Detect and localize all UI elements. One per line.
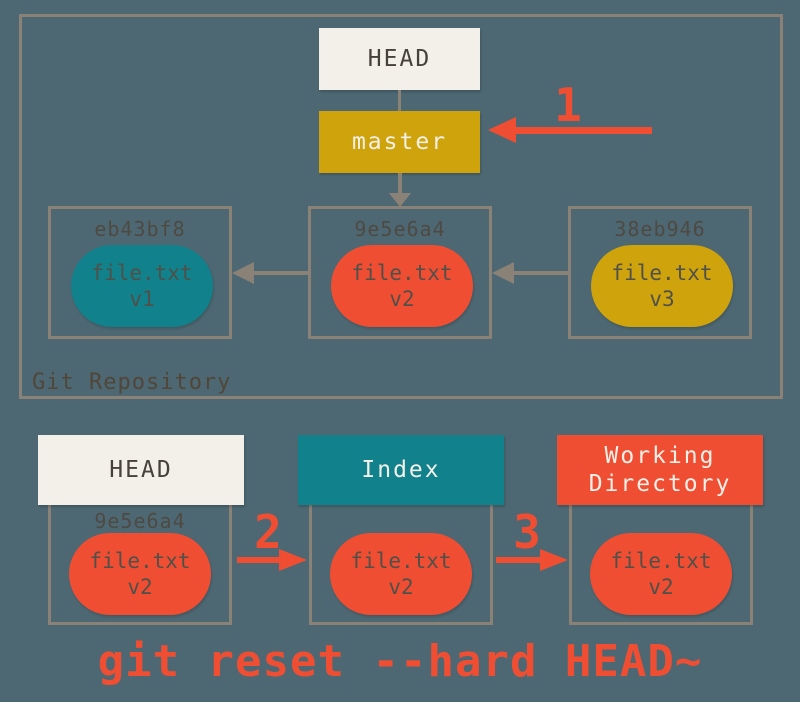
commit2-to-commit1-arrow-line (254, 271, 308, 275)
commit-hash-label: eb43bf8 (94, 217, 186, 241)
step-1-arrow-line (516, 127, 652, 134)
file-snapshot-blob-v3: file.txt v3 (591, 245, 733, 327)
git-repository-label: Git Repository (32, 370, 232, 395)
index-area-title: Index (361, 457, 441, 483)
head-area-title: HEAD (109, 457, 173, 483)
working-directory-header: Working Directory (557, 435, 763, 505)
step-1-arrowhead-icon (488, 117, 516, 143)
master-branch-label: master (351, 129, 448, 155)
master-to-commit-arrow-line (398, 173, 402, 195)
head-ref-box: HEAD (319, 28, 480, 90)
working-directory-file-blob: file.txt v2 (590, 533, 732, 615)
blob-version: v2 (127, 575, 153, 599)
commit-box-38eb946: 38eb946 file.txt v3 (568, 206, 752, 339)
index-area-header: Index (298, 435, 504, 505)
step-3-arrow-line (496, 557, 540, 563)
blob-filename: file.txt (351, 261, 453, 285)
step-3-arrowhead-icon (540, 549, 568, 571)
commit3-to-commit2-arrow-line (514, 271, 568, 275)
blob-version: v2 (389, 287, 415, 311)
commit3-to-commit2-arrowhead-icon (492, 262, 514, 284)
file-snapshot-blob-v2: file.txt v2 (331, 245, 473, 327)
commit-box-9e5e6a4: 9e5e6a4 file.txt v2 (308, 206, 492, 339)
blob-version: v2 (648, 575, 674, 599)
commit-hash-label: 38eb946 (614, 217, 706, 241)
master-to-commit-arrowhead-icon (389, 193, 411, 207)
commit-hash-label: 9e5e6a4 (354, 217, 446, 241)
head-ref-label: HEAD (367, 46, 432, 72)
commit2-to-commit1-arrowhead-icon (232, 262, 254, 284)
blob-filename: file.txt (350, 549, 452, 573)
step-2-arrow-line (237, 557, 279, 563)
blob-filename: file.txt (611, 261, 713, 285)
blob-version: v3 (649, 287, 675, 311)
step-2-label: 2 (254, 505, 282, 559)
step-3-label: 3 (513, 505, 541, 559)
master-branch-box: master (319, 111, 480, 173)
working-directory-title: Working Directory (588, 443, 732, 497)
file-snapshot-blob-v1: file.txt v1 (71, 245, 213, 327)
git-repository-box (19, 14, 783, 399)
blob-filename: file.txt (91, 261, 193, 285)
blob-filename: file.txt (610, 549, 712, 573)
head-to-master-line (398, 90, 401, 112)
commit-box-eb43bf8: eb43bf8 file.txt v1 (48, 206, 232, 339)
blob-version: v2 (388, 575, 414, 599)
index-area-file-blob: file.txt v2 (330, 533, 472, 615)
step-2-arrowhead-icon (279, 549, 307, 571)
command-caption: git reset --hard HEAD~ (97, 636, 703, 687)
head-area-header: HEAD (38, 435, 244, 505)
step-1-label: 1 (554, 78, 582, 132)
head-area-commit-hash-label: 9e5e6a4 (94, 509, 186, 533)
blob-version: v1 (129, 287, 155, 311)
head-area-file-blob: file.txt v2 (69, 533, 211, 615)
blob-filename: file.txt (89, 549, 191, 573)
